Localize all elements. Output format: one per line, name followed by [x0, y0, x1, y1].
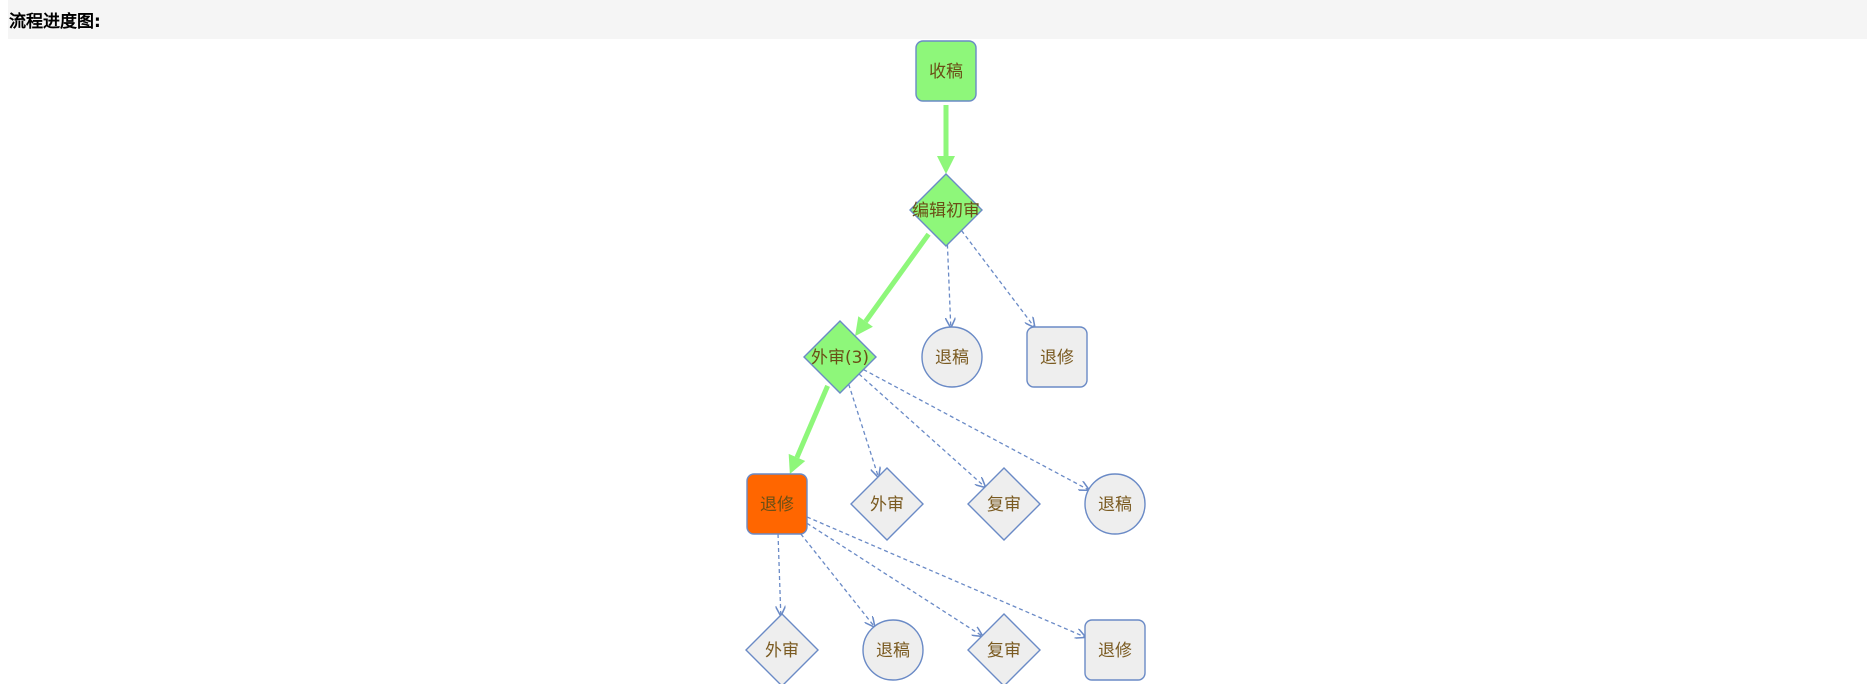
flow-node-label: 外审(3)	[811, 348, 869, 368]
edge-revise_current-to-revise_2	[806, 516, 1085, 637]
flow-node-shape	[1026, 326, 1088, 388]
flow-node-shape	[803, 320, 877, 394]
flow-node-label: 外审	[765, 641, 799, 661]
flow-node-label: 退稿	[1098, 495, 1132, 515]
edge-editor_review-to-reject_1	[947, 244, 950, 327]
flow-node-recheck_1: 复审	[967, 467, 1041, 541]
flow-node-shape	[967, 467, 1041, 541]
flow-node-label: 复审	[987, 641, 1021, 661]
flow-node-shape	[921, 326, 983, 388]
flow-node-revise_2: 退修	[1084, 619, 1146, 681]
flow-node-shape	[1084, 473, 1146, 535]
edge-editor_review-to-external_review	[855, 232, 931, 337]
flow-node-external_review: 外审(3)	[803, 320, 877, 394]
flow-node-shape	[745, 613, 819, 684]
flow-node-label: 复审	[987, 495, 1021, 515]
flow-node-label: 编辑初审	[912, 201, 980, 221]
flow-node-label: 退修	[1098, 641, 1132, 661]
flow-node-shape	[850, 467, 924, 541]
page-title: 流程进度图:	[9, 12, 101, 32]
flow-node-external_3: 外审	[745, 613, 819, 684]
flow-node-label: 退修	[760, 495, 794, 515]
flow-node-shape	[915, 40, 977, 102]
flow-node-shape	[909, 173, 983, 247]
edge-editor_review-to-revise_1	[960, 230, 1034, 327]
flow-node-receive: 收稿	[915, 40, 977, 102]
flow-node-recheck_2: 复审	[967, 613, 1041, 684]
edges-layer	[778, 105, 1089, 637]
flow-node-shape	[1084, 619, 1146, 681]
edge-external_review-to-recheck_1	[858, 373, 985, 487]
flow-node-reject_1: 退稿	[921, 326, 983, 388]
edge-revise_current-to-reject_3	[800, 533, 875, 627]
flow-node-shape	[746, 473, 808, 535]
edge-external_review-to-revise_current	[788, 384, 830, 474]
flow-node-label: 退修	[1040, 348, 1074, 368]
edge-revise_current-to-recheck_2	[806, 522, 982, 636]
flow-node-label: 退稿	[876, 641, 910, 661]
edge-receive-to-editor_review	[937, 105, 955, 174]
flow-node-external_2: 外审	[850, 467, 924, 541]
flow-node-label: 退稿	[935, 348, 969, 368]
flow-node-revise_1: 退修	[1026, 326, 1088, 388]
nodes-layer: 收稿编辑初审外审(3)退稿退修退修外审复审退稿外审退稿复审退修	[745, 40, 1146, 684]
edge-external_review-to-reject_2	[863, 368, 1088, 490]
header-bar: 流程进度图:	[8, 0, 1867, 39]
flow-node-shape	[967, 613, 1041, 684]
flow-node-label: 外审	[870, 495, 904, 515]
edge-revise_current-to-external_3	[778, 533, 781, 615]
flow-node-reject_3: 退稿	[862, 619, 924, 681]
edge-external_review-to-external_2	[848, 384, 879, 476]
flow-node-shape	[862, 619, 924, 681]
flow-node-editor_review: 编辑初审	[909, 173, 983, 247]
flow-node-label: 收稿	[929, 62, 963, 82]
flow-node-reject_2: 退稿	[1084, 473, 1146, 535]
flow-node-revise_current: 退修	[746, 473, 808, 535]
